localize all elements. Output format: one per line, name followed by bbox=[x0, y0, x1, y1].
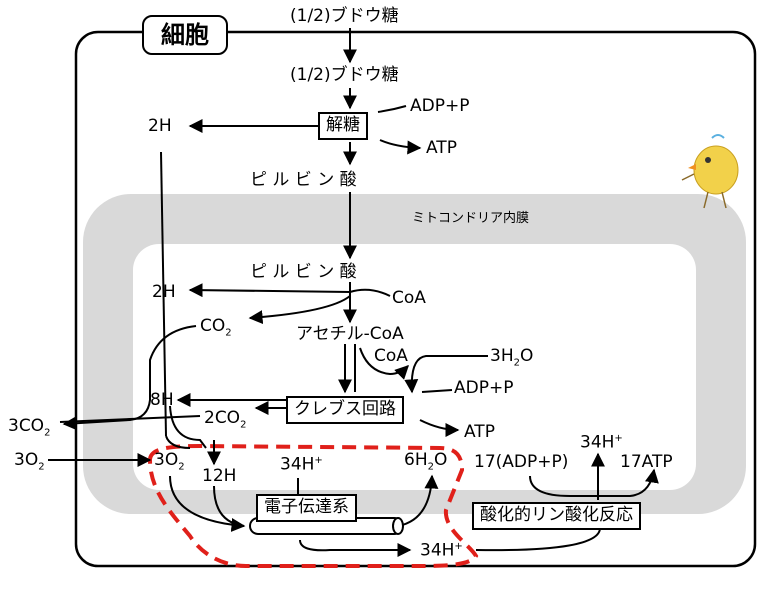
line-34h-phos bbox=[475, 527, 601, 552]
h34-bottom-text: 34H bbox=[420, 540, 455, 561]
co2-label: CO2 bbox=[200, 318, 232, 338]
coa-out: CoA bbox=[374, 346, 408, 366]
line-8h-down bbox=[169, 405, 207, 449]
arrow-atp-top bbox=[379, 139, 422, 155]
ox-phos-box: 酸化的リン酸化反応 bbox=[472, 502, 641, 530]
adp-p17: 17(ADP+P) bbox=[474, 452, 569, 472]
chick-illustration bbox=[681, 134, 739, 209]
coa-in: CoA bbox=[392, 288, 426, 308]
h2-glycolysis: 2H bbox=[148, 116, 172, 136]
co2x3-text: 3CO bbox=[8, 416, 45, 436]
co2x3-label: 3CO2 bbox=[8, 418, 50, 438]
h2o3-text: 3H bbox=[490, 346, 514, 366]
co2x3-sub: 2 bbox=[44, 427, 51, 439]
arrow-krebs-atp bbox=[419, 419, 460, 437]
arrow-phos-atp bbox=[529, 468, 659, 497]
co2x2-label: 2CO2 bbox=[204, 410, 246, 430]
arrow-co2 bbox=[248, 295, 351, 325]
h34-right-label: 34H+ bbox=[580, 434, 623, 452]
co2-text: CO bbox=[200, 316, 226, 336]
mito-label: ミトコンドリア内膜 bbox=[412, 207, 530, 226]
h12-label: 12H bbox=[202, 466, 237, 486]
h2o3-sub: 2 bbox=[513, 357, 520, 369]
o2x3-out-text: 3O bbox=[14, 450, 39, 470]
h34-bottom-label: 34H+ bbox=[420, 542, 463, 560]
adp-p-krebs: ADP+P bbox=[454, 378, 514, 398]
pyruvate-in: ピ ル ビ ン 酸 bbox=[250, 262, 357, 282]
pyruvate-out: ピ ル ビ ン 酸 bbox=[250, 170, 357, 190]
h34-top-text: 34H bbox=[280, 454, 315, 475]
arrow-etc-34h bbox=[299, 539, 412, 557]
co2x2-text: 2CO bbox=[204, 408, 241, 428]
o2x3-in-text: 3O bbox=[154, 450, 179, 470]
line-adp-krebs bbox=[421, 389, 453, 393]
h2o6-label: 6H2O bbox=[404, 452, 447, 472]
co2-sub: 2 bbox=[225, 327, 232, 339]
h2o6-sub: 2 bbox=[427, 461, 434, 473]
atp17: 17ATP bbox=[620, 452, 673, 472]
cell-label: 細胞 bbox=[142, 15, 228, 55]
glucose-inside: (1/2)ブドウ糖 bbox=[290, 65, 399, 85]
glucose-top: (1/2)ブドウ糖 bbox=[290, 6, 399, 26]
o2x3-out-sub: 2 bbox=[38, 461, 45, 473]
o2x3-out-label: 3O2 bbox=[14, 452, 45, 472]
arrow-matrix-2h bbox=[188, 283, 391, 298]
line-2h-to-o2 bbox=[165, 435, 191, 449]
glycolysis-box: 解糖 bbox=[318, 112, 368, 140]
h2o3-tail: O bbox=[519, 346, 534, 366]
co2x2-sub: 2 bbox=[240, 419, 247, 431]
h34-right-text: 34H bbox=[580, 432, 615, 453]
arrow-h2o-in bbox=[404, 355, 488, 394]
etc-box: 電子伝達系 bbox=[256, 494, 357, 522]
krebs-box: クレブス回路 bbox=[286, 396, 404, 424]
h2o6-text: 6H bbox=[404, 450, 428, 470]
o2x3-in-label: 3O2 bbox=[154, 452, 185, 472]
adp-p-top: ADP+P bbox=[410, 96, 470, 116]
atp-top: ATP bbox=[426, 138, 457, 158]
arrow-o2-etc bbox=[169, 475, 246, 532]
line-12h-etc bbox=[213, 485, 245, 527]
h34-top-sup: + bbox=[314, 455, 323, 466]
line-2co2-out bbox=[59, 415, 201, 423]
h34-right-sup: + bbox=[614, 433, 623, 444]
line-2h-down bbox=[160, 151, 167, 437]
line-adp-p bbox=[377, 105, 407, 113]
h8-label: 8H bbox=[150, 390, 174, 410]
h2o6-tail: O bbox=[433, 450, 448, 470]
h2o3-label: 3H2O bbox=[490, 348, 533, 368]
acetyl-coa: アセチル-CoA bbox=[296, 324, 404, 344]
h34-bottom-sup: + bbox=[454, 541, 463, 552]
o2x3-in-sub: 2 bbox=[178, 461, 185, 473]
h34-top-label: 34H+ bbox=[280, 456, 323, 474]
arrow-coa-release bbox=[359, 347, 409, 380]
atp-krebs: ATP bbox=[464, 422, 495, 442]
etc-dashed-region bbox=[147, 443, 479, 568]
h2-matrix: 2H bbox=[152, 282, 176, 302]
